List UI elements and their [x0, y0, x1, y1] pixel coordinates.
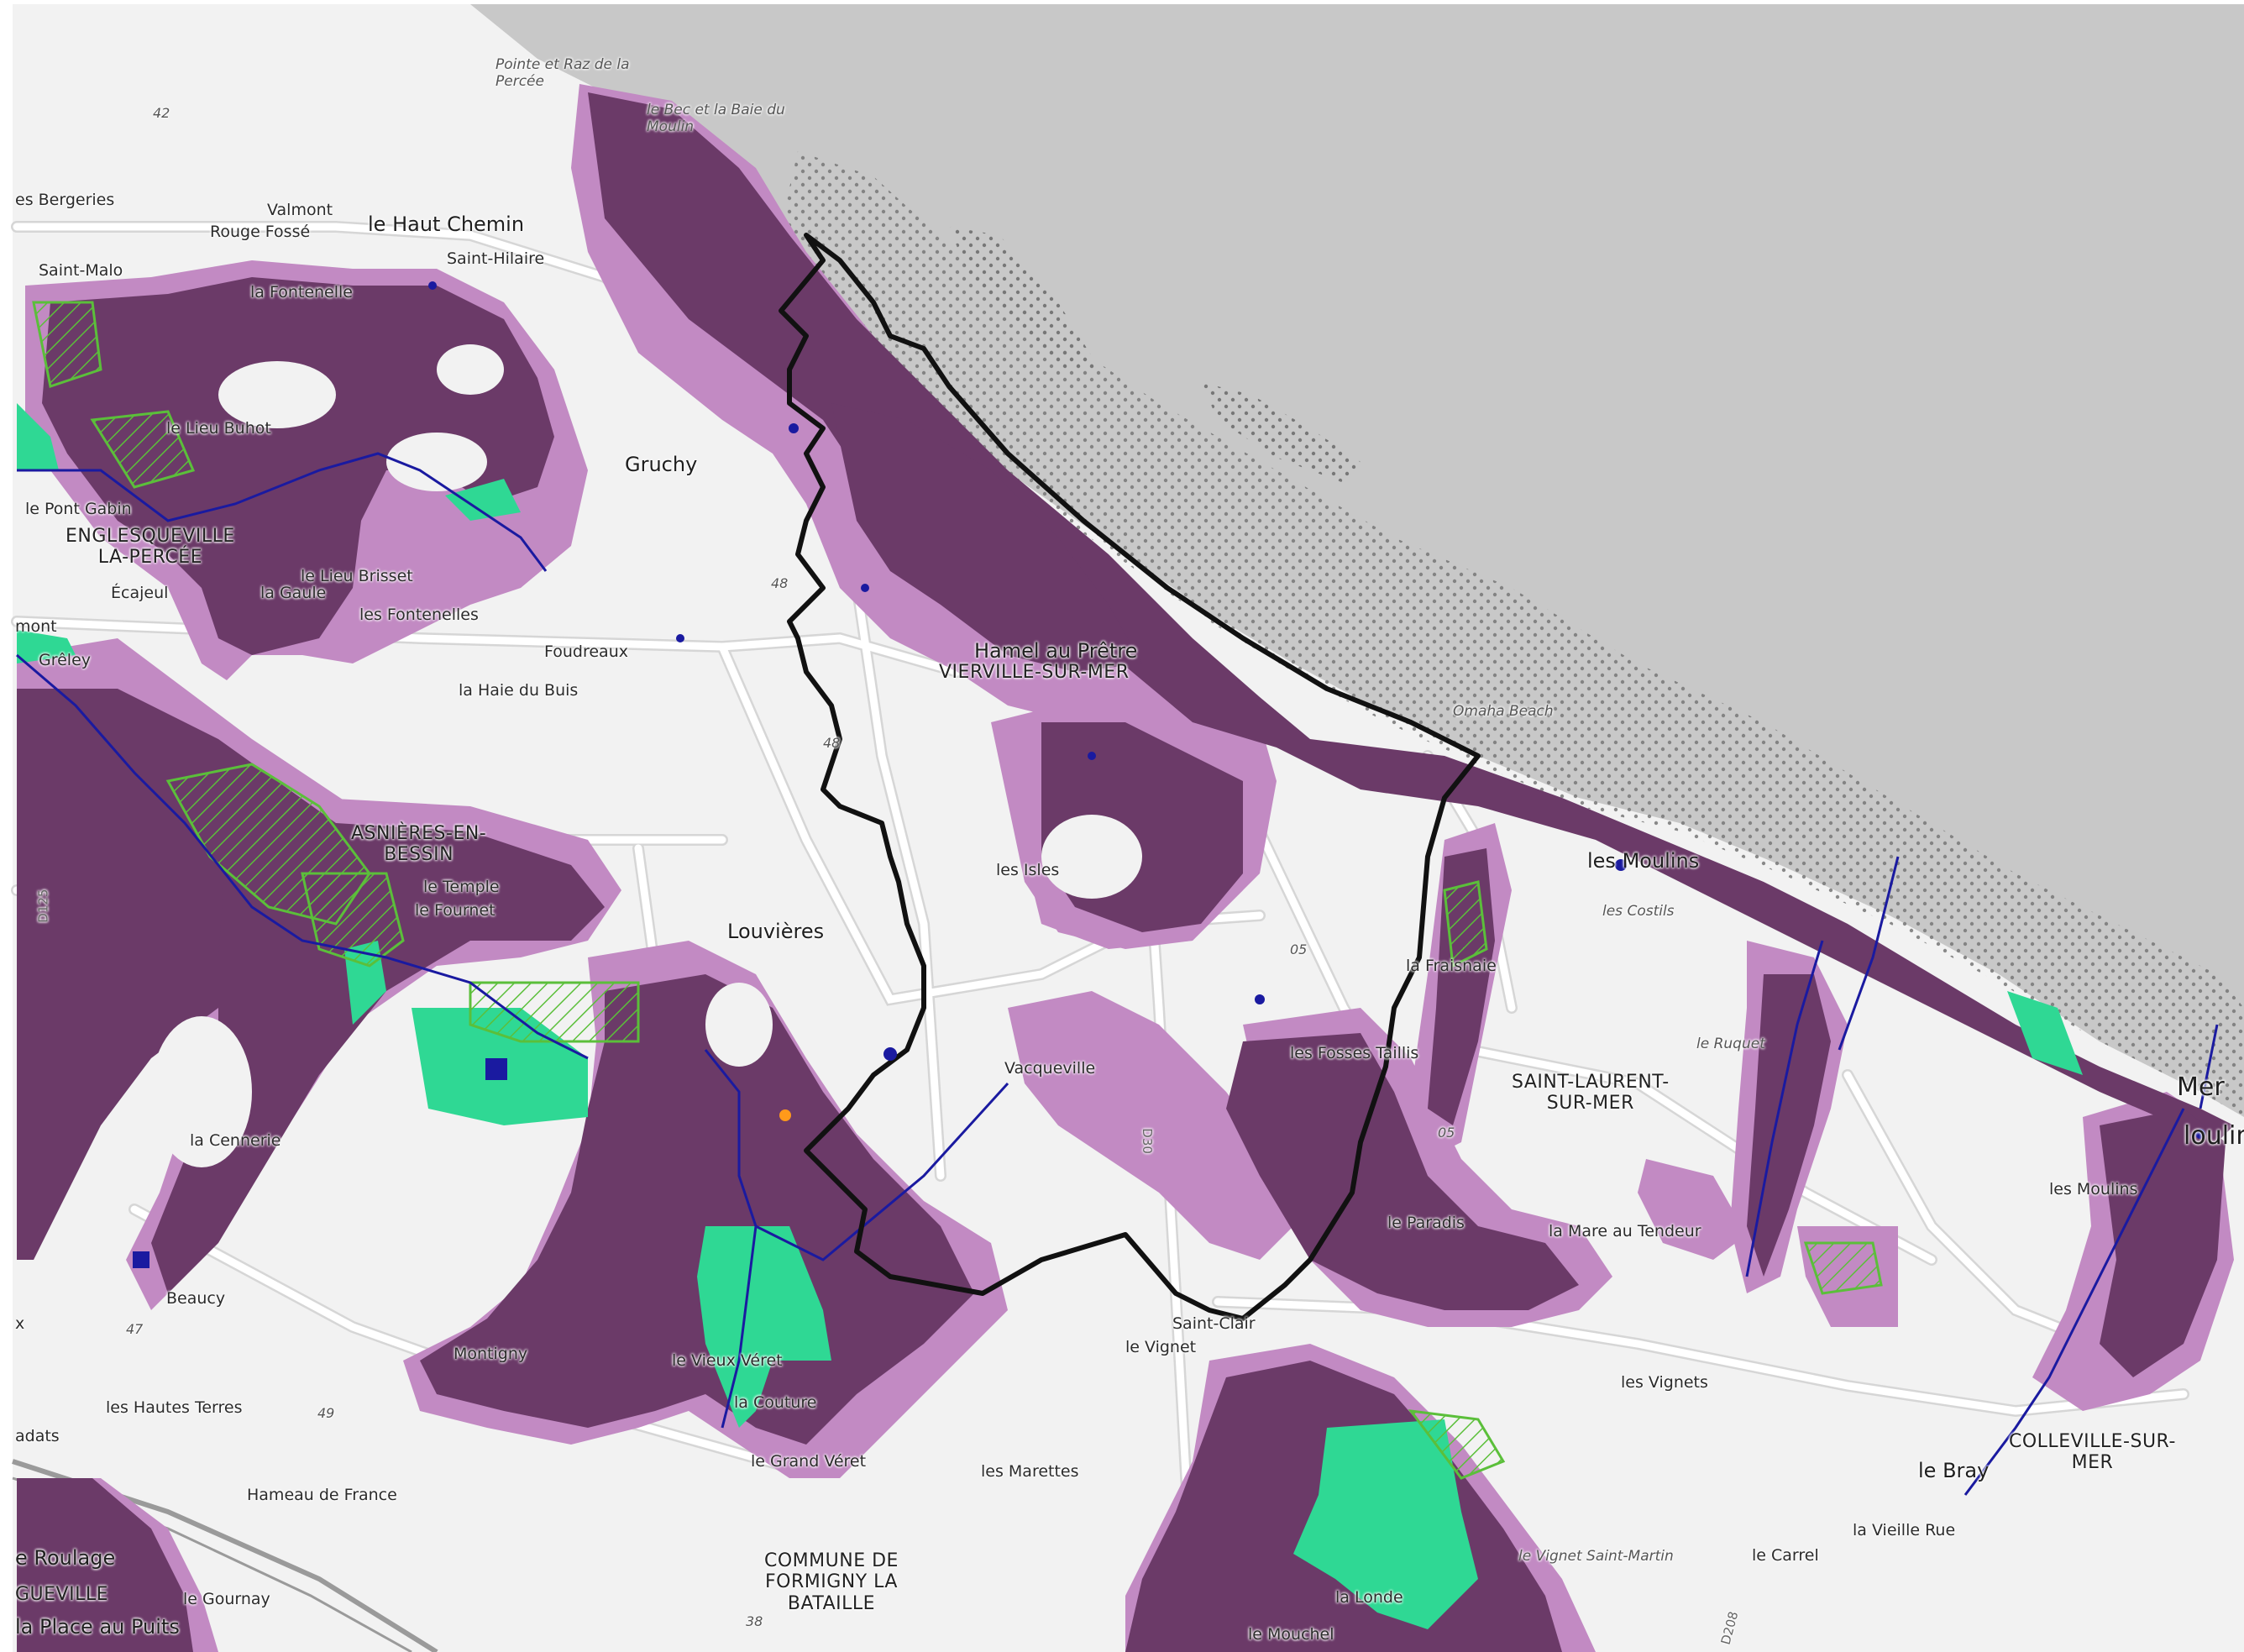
label-colleville: COLLEVILLE-SUR- MER — [2009, 1431, 2176, 1474]
label-vignet-saint-martin: le Vignet Saint-Martin — [1518, 1548, 1674, 1565]
label-grand-veret: le Grand Véret — [751, 1452, 867, 1471]
label-bergeries: es Bergeries — [15, 191, 115, 209]
label-moulins-right: les Moulins — [2049, 1180, 2138, 1198]
label-fosses-taillis: les Fosses Taillis — [1290, 1044, 1419, 1062]
label-costils: les Costils — [1602, 903, 1675, 920]
label-gruchy: Gruchy — [625, 453, 698, 476]
label-temple: le Temple — [423, 878, 500, 896]
label-moulin-right: loulin — [2184, 1121, 2244, 1151]
label-bray: le Bray — [1918, 1459, 1990, 1482]
sandbar-2 — [1201, 382, 1361, 483]
label-mouchel: le Mouchel — [1248, 1625, 1334, 1644]
beach-dunes — [773, 151, 2244, 1117]
water-point-icons — [133, 281, 2205, 1268]
label-fraisnaie: la Fraisnaie — [1406, 957, 1497, 975]
label-alt-48a: 48 — [771, 575, 789, 591]
label-montigny: Montigny — [454, 1345, 528, 1363]
label-saint-malo: Saint-Malo — [39, 261, 123, 280]
label-haut-chemin: le Haut Chemin — [368, 212, 525, 236]
label-ecajeul: Écajeul — [111, 584, 169, 602]
label-lieu-brisset: le Lieu Brisset — [301, 567, 413, 585]
label-mare-tendeur: la Mare au Tendeur — [1549, 1222, 1701, 1240]
label-greley: Grêley — [39, 651, 92, 669]
label-couture: la Couture — [734, 1393, 817, 1412]
label-asnieres: ASNIÈRES-EN- BESSIN — [351, 823, 487, 866]
label-alt-38: 38 — [746, 1613, 763, 1629]
label-vacqueville: Vacqueville — [1004, 1059, 1096, 1078]
sandbar-1 — [949, 227, 1100, 370]
commune-boundary — [779, 233, 1481, 1321]
label-vignet: le Vignet — [1125, 1338, 1197, 1356]
label-carrel: le Carrel — [1752, 1546, 1819, 1565]
label-mont: mont — [15, 617, 57, 636]
label-alt-48b: 48 — [823, 735, 841, 751]
label-haie-buis: la Haie du Buis — [459, 681, 579, 700]
label-vieux-veret: le Vieux Véret — [672, 1351, 783, 1370]
hatched-zones — [32, 301, 1883, 1480]
label-roulage: e Roulage — [15, 1546, 116, 1570]
streams — [16, 452, 2219, 1496]
label-saint-clair: Saint-Clair — [1172, 1314, 1256, 1333]
label-gueville: GUEVILLE — [15, 1584, 109, 1605]
label-adats: adats — [15, 1427, 60, 1445]
label-ruquet: le Ruquet — [1696, 1036, 1765, 1052]
label-fournet: le Fournet — [415, 901, 495, 920]
label-fontenelles: les Fontenelles — [359, 606, 479, 624]
label-vieille-rue: la Vieille Rue — [1853, 1521, 1956, 1539]
label-formigny: COMMUNE DE FORMIGNY LA BATAILLE — [764, 1550, 899, 1614]
label-mer: Mer — [2177, 1072, 2225, 1102]
label-marettes: les Marettes — [981, 1462, 1079, 1481]
label-hamel-pretre: Hamel au Prêtre — [974, 639, 1138, 663]
label-gournay: le Gournay — [183, 1590, 270, 1608]
label-saint-hilaire: Saint-Hilaire — [447, 249, 545, 268]
label-paradis: le Paradis — [1387, 1214, 1465, 1232]
label-valmont: Valmont — [267, 201, 333, 219]
label-foudreaux: Foudreaux — [544, 642, 628, 661]
label-beaucy: Beaucy — [166, 1289, 226, 1308]
orange-point-icon — [779, 1109, 791, 1121]
label-alt-42: 42 — [153, 105, 170, 121]
label-vignets: les Vignets — [1621, 1373, 1708, 1392]
label-omaha: Omaha Beach — [1453, 703, 1554, 720]
label-saint-laurent: SAINT-LAURENT- SUR-MER — [1512, 1072, 1670, 1114]
label-fontenelle: la Fontenelle — [250, 283, 353, 302]
label-rouge-fosse: Rouge Fossé — [210, 223, 311, 241]
label-londe: la Londe — [1335, 1588, 1403, 1607]
label-pointe-raz: Pointe et Raz de la Percée — [495, 56, 630, 90]
label-vierville: VIERVILLE-SUR-MER — [939, 662, 1130, 683]
label-gaule: la Gaule — [260, 584, 327, 602]
label-lieu-buhot: le Lieu Buhot — [166, 419, 271, 438]
frame-left — [0, 0, 13, 1652]
label-englesqueville: ENGLESQUEVILLE LA-PERCÉE — [66, 526, 235, 569]
label-hautes-terres: les Hautes Terres — [106, 1398, 243, 1417]
label-x: x — [15, 1314, 25, 1333]
label-alt-05a: 05 — [1290, 941, 1308, 957]
label-alt-05b: 05 — [1438, 1125, 1455, 1141]
label-alt-47: 47 — [126, 1321, 144, 1337]
label-hameau-france: Hameau de France — [247, 1486, 397, 1504]
label-d125: D125 — [35, 889, 51, 923]
label-moulins-top: les Moulins — [1587, 849, 1700, 873]
label-cennerie: la Cennerie — [190, 1131, 281, 1150]
label-pont-gabin: le Pont Gabin — [25, 500, 132, 518]
label-d30: D30 — [1139, 1128, 1155, 1154]
label-place-puits: la Place au Puits — [15, 1615, 180, 1639]
label-louvieres: Louvières — [727, 920, 825, 943]
label-isles: les Isles — [996, 861, 1060, 879]
label-bec-baie: le Bec et la Baie du Moulin — [647, 102, 785, 135]
label-alt-49: 49 — [317, 1405, 335, 1421]
